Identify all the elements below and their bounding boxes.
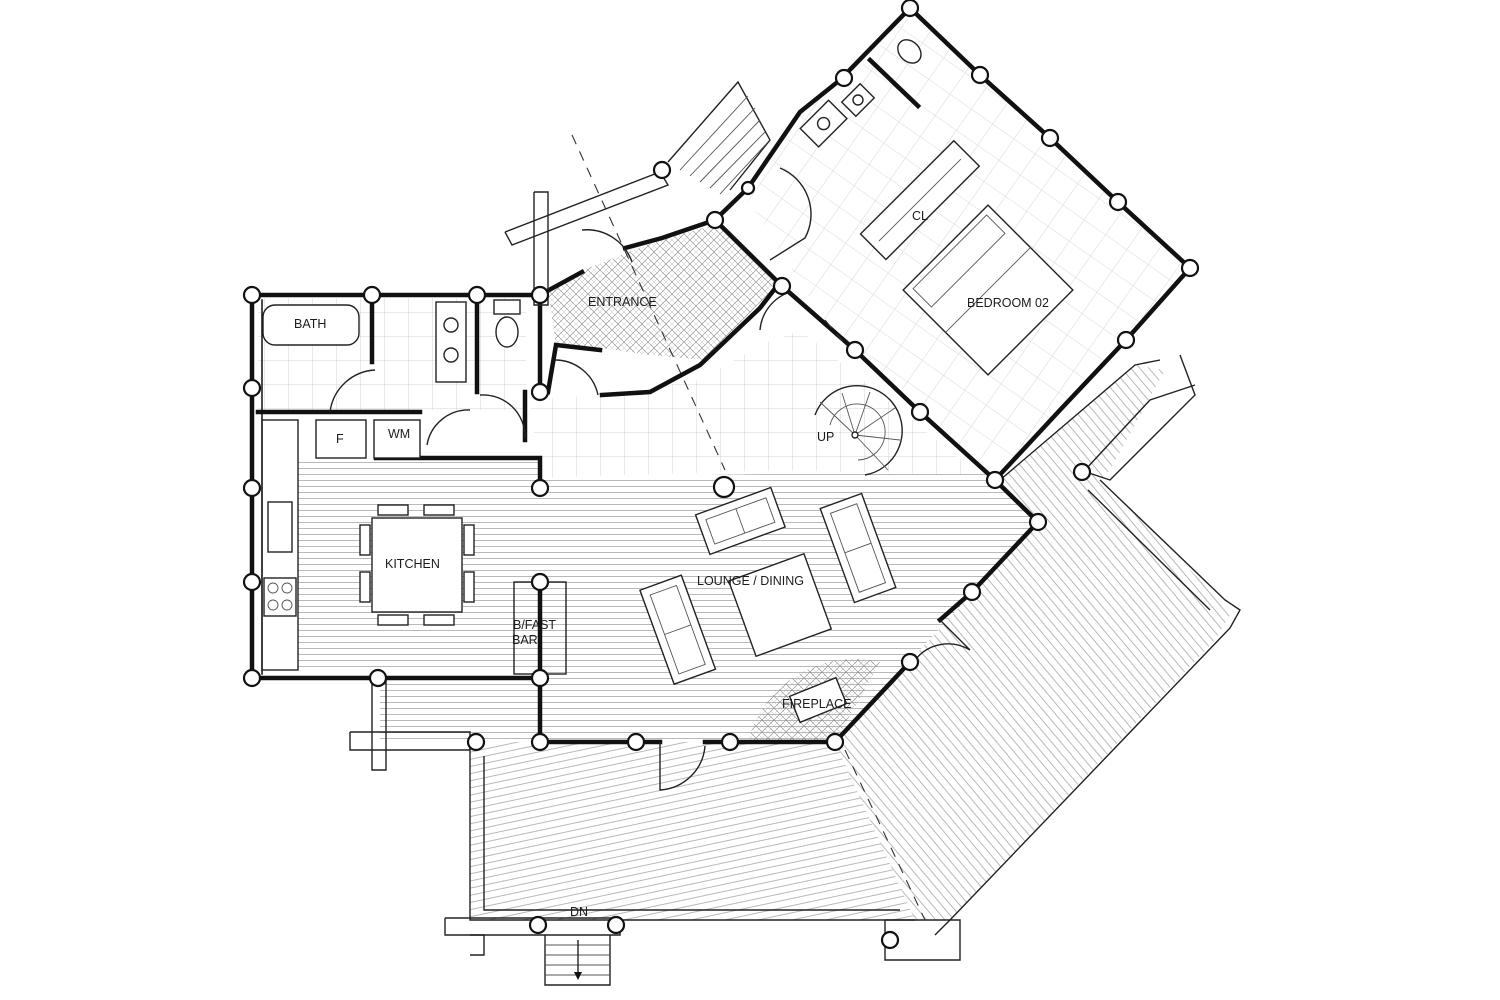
label-bedroom: BEDROOM 02 bbox=[967, 296, 1049, 310]
doors bbox=[329, 167, 971, 791]
label-up: UP bbox=[817, 430, 834, 444]
label-kitchen: KITCHEN bbox=[385, 557, 440, 571]
front-deck-floor bbox=[470, 742, 915, 920]
fixtures bbox=[261, 39, 1074, 986]
room-labels: BATH ENTRANCE CL BEDROOM 02 F WM UP KITC… bbox=[294, 209, 1049, 919]
vanity bbox=[435, 301, 467, 383]
label-fireplace: FIREPLACE bbox=[782, 697, 851, 711]
label-lounge-dining: LOUNGE / DINING bbox=[697, 574, 804, 588]
label-wm: WM bbox=[388, 427, 410, 441]
kitchen-sink bbox=[267, 501, 293, 553]
kitchen-counter bbox=[261, 419, 299, 671]
label-bath: BATH bbox=[294, 317, 326, 331]
bathtub bbox=[262, 304, 360, 346]
label-dn: DN bbox=[570, 905, 588, 919]
deck-railing bbox=[469, 742, 915, 921]
label-entrance: ENTRANCE bbox=[588, 295, 657, 309]
entrance-stone-floor bbox=[548, 224, 780, 360]
entry-beam bbox=[504, 171, 670, 246]
hall-tile-floor bbox=[530, 330, 980, 478]
exterior-stair bbox=[667, 80, 771, 191]
kitchen-table bbox=[371, 517, 463, 613]
fireplace-box bbox=[788, 676, 848, 724]
washing-machine-box bbox=[373, 419, 421, 459]
toilet bbox=[493, 299, 521, 315]
ensuite-toilet bbox=[897, 39, 922, 64]
side-deck-floor bbox=[835, 365, 1230, 920]
fridge-box bbox=[315, 419, 367, 459]
spiral-stair bbox=[814, 384, 903, 476]
label-cl: CL bbox=[912, 209, 928, 223]
cooktop bbox=[263, 577, 297, 617]
label-f: F bbox=[336, 432, 344, 446]
bottom-stair bbox=[544, 935, 611, 986]
lamp bbox=[712, 475, 736, 499]
label-bfast-line2: BAR bbox=[512, 633, 538, 647]
section-lines bbox=[571, 134, 926, 921]
coffee-table bbox=[727, 552, 833, 658]
lounge-east-wall bbox=[936, 476, 1042, 624]
label-bfast-line1: B/FAST bbox=[513, 618, 556, 632]
log-posts bbox=[242, 0, 1200, 950]
